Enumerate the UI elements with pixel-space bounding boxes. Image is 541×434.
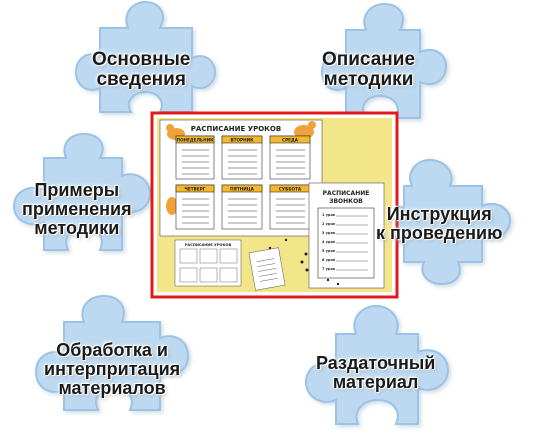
mini-schedule-thumbnail: РАСПИСАНИЕ УРОКОВ	[174, 239, 242, 287]
label-line: методики	[323, 68, 414, 90]
puzzle-piece-examples[interactable]	[12, 132, 152, 251]
svg-text:1 урок: 1 урок	[322, 213, 336, 217]
label-line: Раздаточный	[316, 353, 436, 373]
label-line: интерпритация	[44, 358, 181, 379]
svg-text:4 урок: 4 урок	[322, 240, 336, 244]
svg-text:ПЯТНИЦА: ПЯТНИЦА	[230, 187, 254, 192]
day-card-wednesday: СРЕДА	[269, 135, 311, 180]
label-line: применения	[22, 198, 132, 219]
svg-text:РАСПИСАНИЕ УРОКОВ: РАСПИСАНИЕ УРОКОВ	[185, 243, 232, 247]
svg-text:СУББОТА: СУББОТА	[279, 187, 302, 192]
mini-bells-thumbnail	[248, 247, 286, 291]
svg-text:5 урок: 5 урок	[322, 249, 336, 253]
schedule-title: РАСПИСАНИЕ УРОКОВ	[191, 125, 281, 133]
label-line: материалов	[58, 377, 166, 398]
day-card-tuesday: ВТОРНИК	[221, 135, 263, 180]
label-line: методики	[34, 217, 120, 238]
svg-text:ЗВОНКОВ: ЗВОНКОВ	[329, 198, 363, 205]
label-processing[interactable]: Обработка и интерпритация материалов	[44, 341, 180, 398]
schedule-preview-image[interactable]: РАСПИСАНИЕ УРОКОВ ПОНЕДЕЛЬНИК ВТОРНИК	[150, 111, 399, 299]
puzzle-piece-processing[interactable]	[34, 294, 190, 411]
day-card-friday: ПЯТНИЦА	[221, 184, 263, 230]
label-line: к проведению	[376, 222, 503, 243]
cat-icon	[166, 197, 178, 215]
day-card-thursday: ЧЕТВЕРГ	[175, 184, 215, 230]
svg-text:ЧЕТВЕРГ: ЧЕТВЕРГ	[185, 187, 206, 192]
svg-text:ВТОРНИК: ВТОРНИК	[230, 138, 254, 143]
label-line: Описание	[322, 49, 416, 70]
svg-text:РАСПИСАНИЕ: РАСПИСАНИЕ	[323, 190, 370, 197]
puzzle-piece-method[interactable]	[320, 2, 448, 119]
paw-prints-icon	[260, 238, 340, 286]
day-card-monday: ПОНЕДЕЛЬНИК	[175, 135, 215, 180]
label-usage-examples[interactable]: Примеры применения методики	[22, 181, 132, 238]
label-line: Инструкция	[386, 204, 492, 224]
svg-text:7 урок: 7 урок	[322, 267, 336, 271]
day-card-saturday: СУББОТА	[269, 184, 311, 230]
svg-text:ПОНЕДЕЛЬНИК: ПОНЕДЕЛЬНИК	[176, 138, 214, 143]
label-line: сведения	[96, 68, 186, 90]
cat-icon	[294, 121, 316, 139]
label-line: Основные	[92, 49, 191, 70]
label-basic-info[interactable]: Основные сведения	[92, 50, 190, 90]
svg-text:2 урок: 2 урок	[322, 222, 336, 226]
label-line: Примеры	[34, 180, 120, 200]
svg-text:6 урок: 6 урок	[322, 258, 336, 262]
svg-text:СРЕДА: СРЕДА	[282, 138, 299, 143]
label-line: Обработка и	[56, 340, 168, 360]
label-method-description[interactable]: Описание методики	[322, 50, 415, 90]
puzzle-piece-handout[interactable]	[304, 304, 450, 425]
label-handout[interactable]: Раздаточный материал	[316, 354, 435, 392]
label-line: материал	[332, 371, 419, 392]
label-instructions[interactable]: Инструкция к проведению	[376, 205, 502, 243]
svg-text:3 урок: 3 урок	[322, 231, 336, 235]
bell-schedule-sheet: РАСПИСАНИЕ ЗВОНКОВ 1 урок 2 урок 3 урок …	[308, 182, 385, 289]
